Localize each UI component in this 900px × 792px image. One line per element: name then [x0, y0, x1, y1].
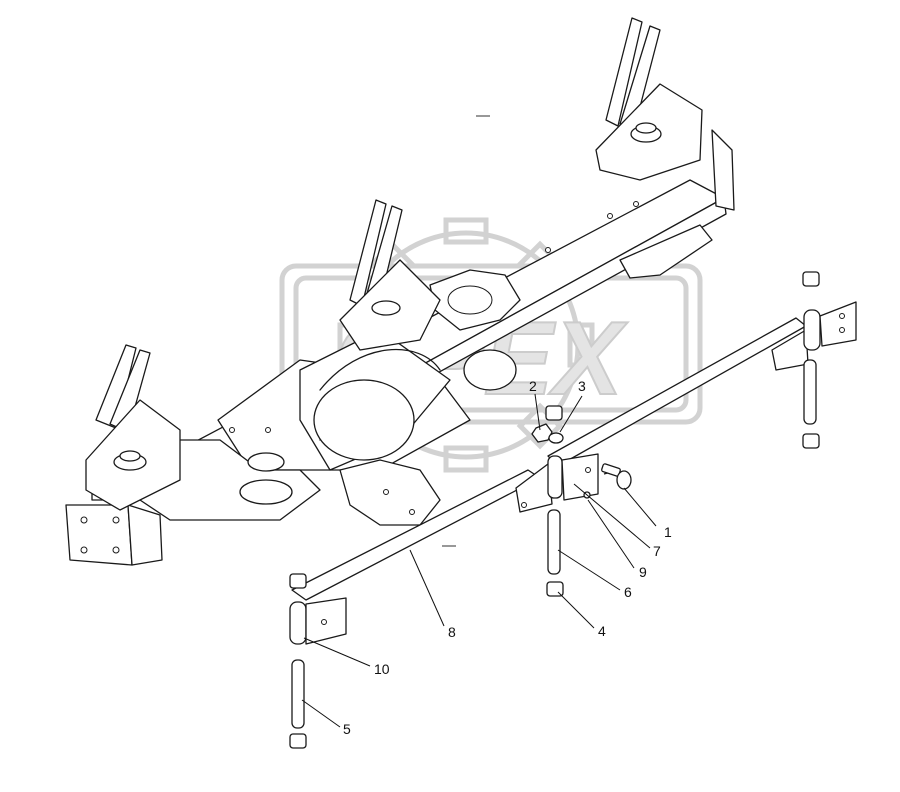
- bushing-5: [289, 733, 307, 749]
- callout-9: 9: [639, 564, 647, 580]
- linkage-assembly: [289, 271, 857, 749]
- callouts: 1 2 3 4 5 6 7 8 9 10: [343, 378, 672, 737]
- callout-7: 7: [653, 543, 661, 559]
- leader-2: [534, 393, 541, 431]
- callout-1: 1: [664, 524, 672, 540]
- leader-8: [409, 549, 445, 627]
- headstock-right: [595, 17, 703, 181]
- washer-3: [548, 432, 564, 444]
- pin-6: [547, 509, 561, 575]
- leader-10: [303, 637, 371, 667]
- nut-2: [531, 423, 553, 443]
- callout-2: 2: [529, 378, 537, 394]
- callout-4: 4: [598, 623, 606, 639]
- main-frame: [65, 129, 735, 566]
- leader-7: [573, 483, 651, 549]
- watermark-frame-outer: [279, 263, 703, 425]
- leader-5: [301, 699, 341, 728]
- hub-cylinder: [239, 479, 293, 505]
- callout-8: 8: [448, 624, 456, 640]
- callout-6: 6: [624, 584, 632, 600]
- callout-3: 3: [578, 378, 586, 394]
- right-plate: [339, 459, 441, 526]
- callout-10: 10: [374, 661, 390, 677]
- leader-4: [557, 591, 595, 629]
- leader-1: [623, 487, 657, 527]
- leader-lines: [301, 393, 657, 728]
- headstock-middle: [339, 199, 441, 351]
- headstock-left: [85, 344, 181, 511]
- rear-mount-bracket: [65, 504, 133, 566]
- callout-5: 5: [343, 721, 351, 737]
- leader-6: [557, 549, 621, 591]
- pin-5: [291, 659, 305, 729]
- far-bracket: [619, 224, 713, 279]
- pin-upper: [803, 359, 817, 425]
- leader-3: [559, 395, 583, 433]
- leader-9: [587, 499, 635, 569]
